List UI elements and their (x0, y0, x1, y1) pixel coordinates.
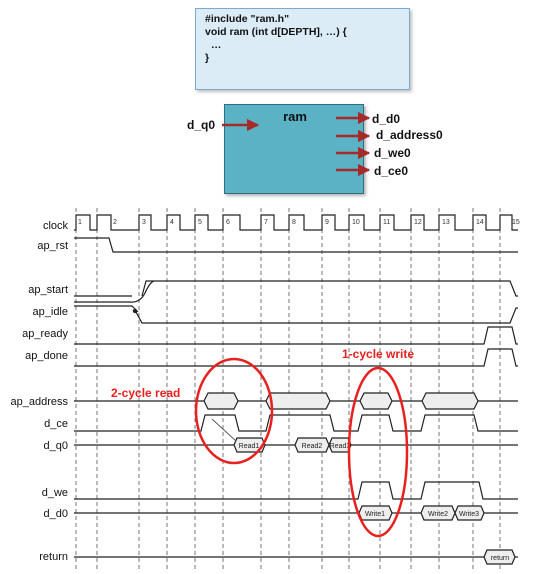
ap-ready-waveform (74, 326, 518, 345)
read-annotation: 2-cycle read (111, 386, 180, 400)
d-d0-value-write2: Write2 (428, 511, 448, 518)
port-arrows (222, 111, 371, 177)
code-line: … (205, 39, 222, 51)
read-highlight-ellipse (194, 357, 274, 465)
signal-label-ap-start: ap_start (28, 284, 68, 296)
ap-done-waveform (74, 348, 518, 367)
signal-label-clock: clock (43, 220, 69, 232)
ram-block: ram (224, 104, 364, 194)
cycle-number: 6 (226, 219, 230, 226)
d-ce-waveform (74, 414, 518, 432)
code-box: #include "ram.h" void ram (int d[DEPTH],… (195, 8, 410, 90)
cycle-numbers: 1 2 3 4 5 6 7 8 9 10 11 12 13 14 15 (78, 219, 520, 226)
d-q0-value-read1: Read1 (239, 443, 260, 450)
signal-label-ap-done: ap_done (25, 350, 68, 362)
d-q0-value-read3: Read3 (330, 443, 351, 450)
d-d0-value-write1: Write1 (365, 511, 385, 518)
cycle-number: 9 (325, 219, 329, 226)
d-q0-value-read2: Read2 (302, 443, 323, 450)
output-port-d-ce0: d_ce0 (374, 164, 409, 178)
cycle-number: 10 (352, 219, 360, 226)
cycle-number: 8 (292, 219, 296, 226)
d-d0-waveform (74, 505, 518, 521)
cycle-number: 3 (142, 219, 146, 226)
code-line: void ram (int d[DEPTH], …) { (205, 26, 347, 38)
cycle-number: 14 (476, 219, 484, 226)
ap-idle-waveform (74, 305, 518, 324)
return-value: return (491, 555, 509, 562)
write-annotation: 1-cycle write (342, 347, 414, 361)
code-line: } (205, 52, 210, 64)
clock-waveform (74, 214, 518, 231)
signal-label-d-q0: d_q0 (44, 440, 68, 452)
output-port-d-we0: d_we0 (374, 146, 411, 160)
cycle-number: 4 (170, 219, 174, 226)
output-port-d-d0: d_d0 (372, 112, 401, 126)
cycle-number: 7 (264, 219, 268, 226)
cycle-number: 15 (512, 219, 520, 226)
d-d0-value-write3: Write3 (459, 511, 479, 518)
return-waveform (74, 549, 518, 565)
cycle-number: 13 (442, 219, 450, 226)
ap-start-waveform (74, 280, 518, 303)
output-port-d-address0: d_address0 (376, 128, 443, 142)
input-port-d-q0: d_q0 (187, 118, 216, 132)
signal-labels: clock ap_rst ap_start ap_idle ap_ready a… (11, 220, 69, 563)
write-highlight-ellipse (347, 366, 409, 538)
ram-block-title: ram (283, 109, 307, 124)
ap-address-waveform (74, 392, 518, 410)
cycle-number: 11 (383, 219, 390, 226)
cycle-number: 12 (414, 219, 422, 226)
d-we-waveform (74, 481, 518, 500)
signal-label-return: return (39, 551, 68, 563)
signal-label-d-we: d_we (42, 487, 68, 499)
code-line: #include "ram.h" (205, 13, 290, 25)
signal-label-d-d0: d_d0 (44, 508, 68, 520)
signal-label-ap-ready: ap_ready (22, 328, 68, 340)
signal-label-ap-rst: ap_rst (37, 240, 68, 252)
cycle-number: 5 (198, 219, 202, 226)
cycle-number: 2 (113, 219, 117, 226)
signal-label-ap-address: ap_address (11, 396, 69, 408)
cycle-number: 1 (78, 219, 82, 226)
d-q0-waveform (74, 418, 518, 453)
signal-label-d-ce: d_ce (44, 418, 68, 430)
ap-rst-waveform (74, 237, 518, 253)
signal-label-ap-idle: ap_idle (33, 306, 68, 318)
